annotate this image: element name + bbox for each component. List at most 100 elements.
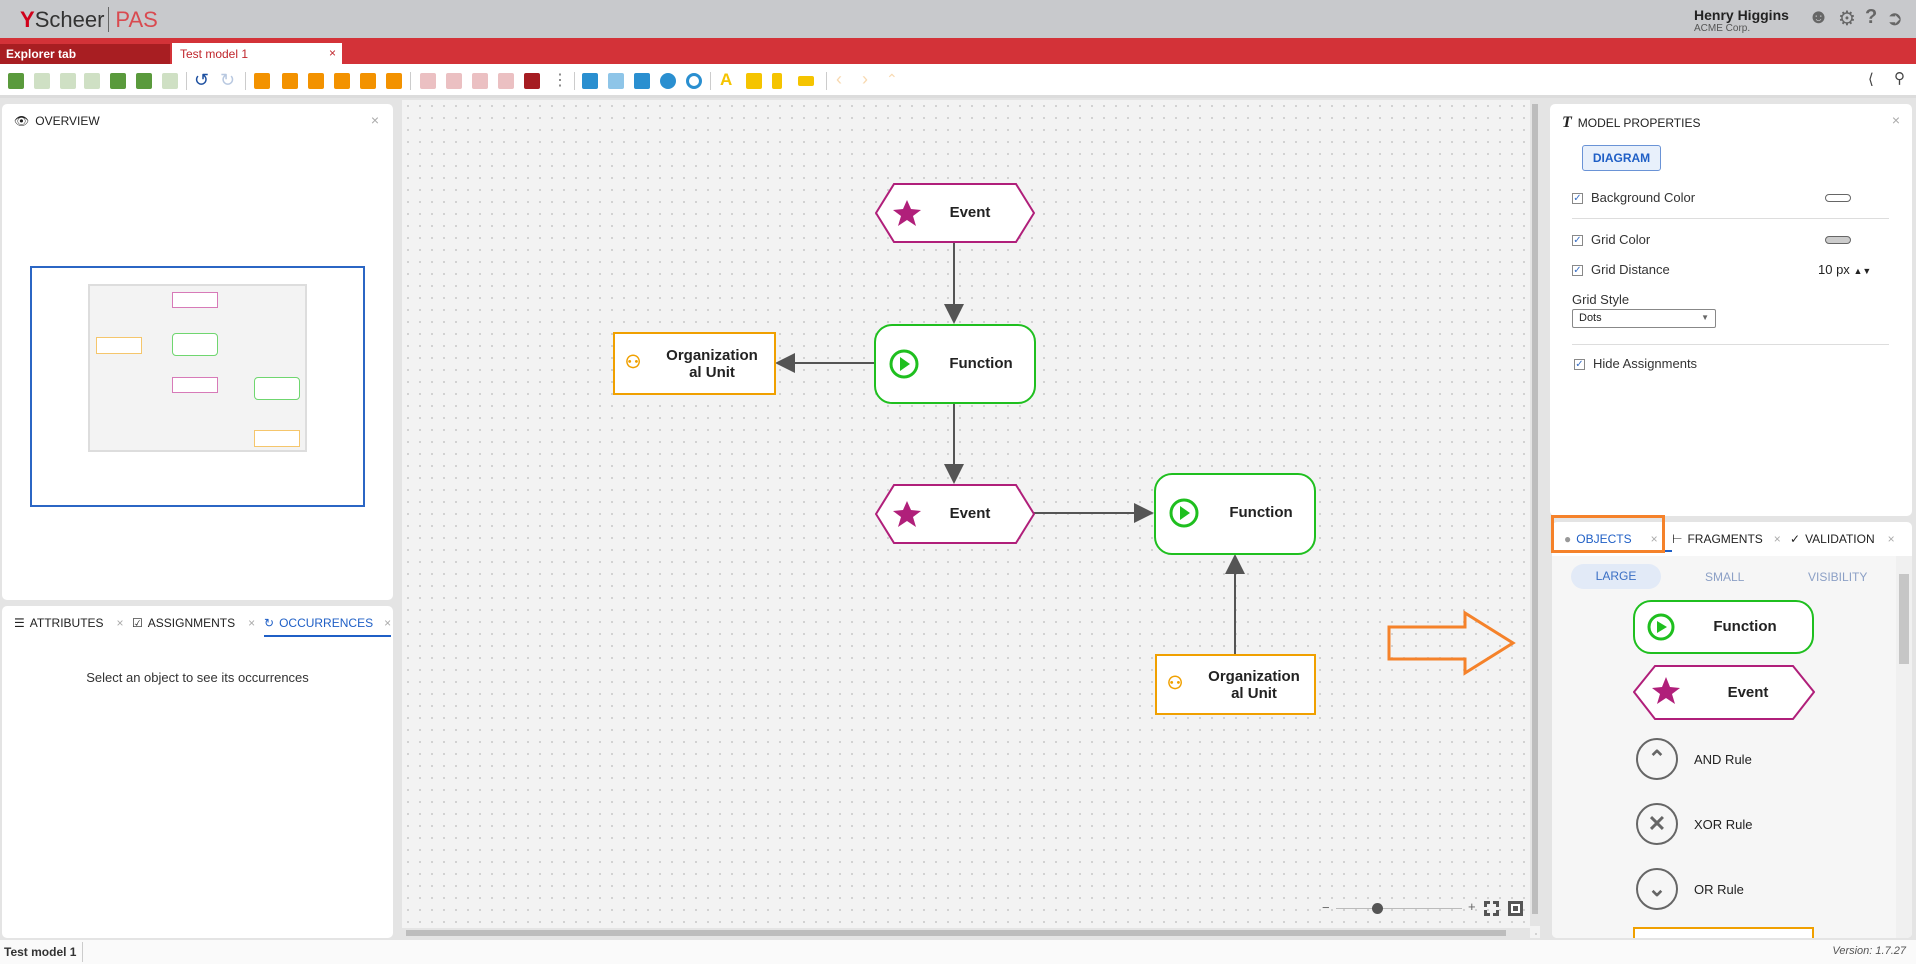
diagram-button[interactable]: DIAGRAM	[1582, 145, 1661, 171]
fit-screen-icon[interactable]	[1484, 901, 1499, 916]
close-icon[interactable]: ×	[116, 616, 124, 630]
arrange-icon-3[interactable]	[472, 73, 488, 89]
background-color-checkbox[interactable]: ✓	[1572, 193, 1583, 205]
logout-icon[interactable]: ➲	[1886, 8, 1903, 30]
close-icon[interactable]: ×	[384, 616, 392, 630]
occurrences-icon: ↻	[264, 616, 275, 630]
subtab-small[interactable]: SMALL	[1705, 570, 1745, 584]
objects-icon: ●	[1564, 532, 1572, 546]
close-icon[interactable]: ×	[1887, 532, 1895, 546]
tab-fragments[interactable]: ⊢FRAGMENTS×	[1672, 532, 1781, 546]
import-icon[interactable]	[254, 73, 270, 89]
user-icon[interactable]: ☻	[1808, 6, 1830, 28]
search-icon[interactable]: ⚲	[1894, 70, 1905, 87]
function-node[interactable]: Function	[1154, 473, 1316, 555]
zoom-slider-handle[interactable]	[1372, 903, 1383, 914]
check-icon[interactable]	[634, 73, 650, 89]
chevron-up-icon[interactable]: ⌃	[886, 71, 898, 87]
new-icon[interactable]	[8, 73, 24, 89]
copy-icon[interactable]	[110, 73, 126, 89]
chevron-left-icon[interactable]: ‹	[836, 69, 842, 89]
hide-icon[interactable]	[660, 73, 676, 89]
overview-viewport[interactable]	[30, 266, 365, 507]
close-icon[interactable]: ×	[1773, 532, 1781, 546]
event-node[interactable]: Event	[875, 183, 1035, 243]
objects-scrollbar[interactable]	[1896, 556, 1912, 938]
print-icon[interactable]	[360, 73, 376, 89]
duplicate-icon[interactable]	[60, 73, 76, 89]
background-color-swatch[interactable]	[1825, 194, 1851, 202]
palette-function[interactable]: Function	[1633, 600, 1814, 654]
link-icon[interactable]	[686, 73, 702, 89]
subtab-visibility[interactable]: VISIBILITY	[1808, 570, 1868, 584]
stepper-icon: ▲▼	[1853, 266, 1872, 276]
pin-icon[interactable]	[334, 73, 350, 89]
user-name: Henry Higgins	[1694, 7, 1789, 23]
tab-validation[interactable]: ✓VALIDATION×	[1790, 532, 1895, 546]
connect-icon[interactable]	[608, 73, 624, 89]
minimap-event	[172, 292, 218, 308]
close-icon[interactable]: ×	[370, 112, 379, 128]
text-icon[interactable]: A	[720, 70, 733, 89]
chevron-right-icon[interactable]: ›	[862, 69, 868, 89]
org-unit-icon: ⚇	[625, 352, 642, 372]
image-icon[interactable]	[746, 73, 762, 89]
overview-panel: 👁OVERVIEW ×	[2, 104, 393, 600]
horizontal-scrollbar[interactable]	[402, 928, 1530, 938]
zoom-in-button[interactable]: +	[1468, 899, 1476, 914]
vertical-scrollbar[interactable]	[1530, 100, 1540, 926]
close-icon[interactable]: ×	[1891, 112, 1900, 128]
grid-style-select[interactable]: Dots▼	[1572, 309, 1716, 328]
tab-explorer[interactable]: Explorer tab	[0, 44, 170, 64]
or-rule-icon[interactable]: ⌄	[1636, 868, 1678, 910]
tab-occurrences[interactable]: ↻OCCURRENCES×	[264, 616, 391, 637]
collapse-panel-icon[interactable]: ⟨	[1868, 71, 1874, 88]
grid-color-swatch[interactable]	[1825, 236, 1851, 244]
cut-icon[interactable]	[84, 73, 100, 89]
play-icon	[1657, 621, 1667, 633]
format-painter-icon[interactable]	[162, 73, 178, 89]
palette-event[interactable]: Event	[1633, 665, 1815, 720]
xor-rule-icon[interactable]: ✕	[1636, 803, 1678, 845]
close-icon[interactable]: ×	[248, 616, 256, 630]
tab-assignments[interactable]: ☑ASSIGNMENTS×	[132, 616, 256, 630]
grid-color-checkbox[interactable]: ✓	[1572, 235, 1583, 247]
paste-icon[interactable]	[136, 73, 152, 89]
gear-icon[interactable]: ⚙	[1838, 8, 1856, 30]
close-icon[interactable]: ×	[1650, 532, 1658, 546]
redo-icon[interactable]: ↻	[220, 70, 236, 90]
org-unit-node[interactable]: ⚇ Organization al Unit	[1155, 654, 1316, 715]
function-node[interactable]: Function	[874, 324, 1036, 404]
rows-icon[interactable]	[798, 76, 814, 86]
hierarchy-icon[interactable]	[524, 73, 540, 89]
more-icon[interactable]: ⋮	[552, 72, 568, 89]
palette-org-unit[interactable]	[1633, 927, 1814, 938]
diagram-canvas[interactable]: Event Function ⚇ Organization al Unit Ev…	[402, 100, 1540, 938]
zoom-out-button[interactable]: −	[1322, 900, 1330, 915]
word-export-icon[interactable]	[386, 73, 402, 89]
star-icon	[1652, 677, 1680, 704]
tab-attributes[interactable]: ☰ATTRIBUTES×	[14, 616, 124, 630]
tab-test-model[interactable]: Test model 1×	[172, 43, 342, 64]
help-icon[interactable]: ?	[1864, 6, 1878, 28]
arrange-icon[interactable]	[420, 73, 436, 89]
grid-distance-stepper[interactable]: 10 px ▲▼	[1818, 262, 1872, 277]
delete-icon[interactable]	[34, 73, 50, 89]
fit-to-page-icon[interactable]	[1508, 901, 1523, 916]
hide-assignments-checkbox[interactable]: ✓	[1574, 359, 1585, 371]
export-icon[interactable]	[282, 73, 298, 89]
arrange-icon-2[interactable]	[446, 73, 462, 89]
event-node[interactable]: Event	[875, 484, 1035, 544]
subtab-large[interactable]: LARGE	[1571, 564, 1661, 589]
columns-icon[interactable]	[772, 73, 782, 89]
org-unit-node[interactable]: ⚇ Organization al Unit	[613, 332, 776, 395]
close-tab-icon[interactable]: ×	[328, 46, 336, 60]
and-rule-icon[interactable]: ⌃	[1636, 738, 1678, 780]
layout-grid-icon[interactable]	[582, 73, 598, 89]
grid-distance-checkbox[interactable]: ✓	[1572, 265, 1583, 277]
zoom-slider[interactable]	[1336, 908, 1462, 909]
arrange-icon-4[interactable]	[498, 73, 514, 89]
share-icon[interactable]	[308, 73, 324, 89]
undo-icon[interactable]: ↺	[194, 70, 210, 90]
